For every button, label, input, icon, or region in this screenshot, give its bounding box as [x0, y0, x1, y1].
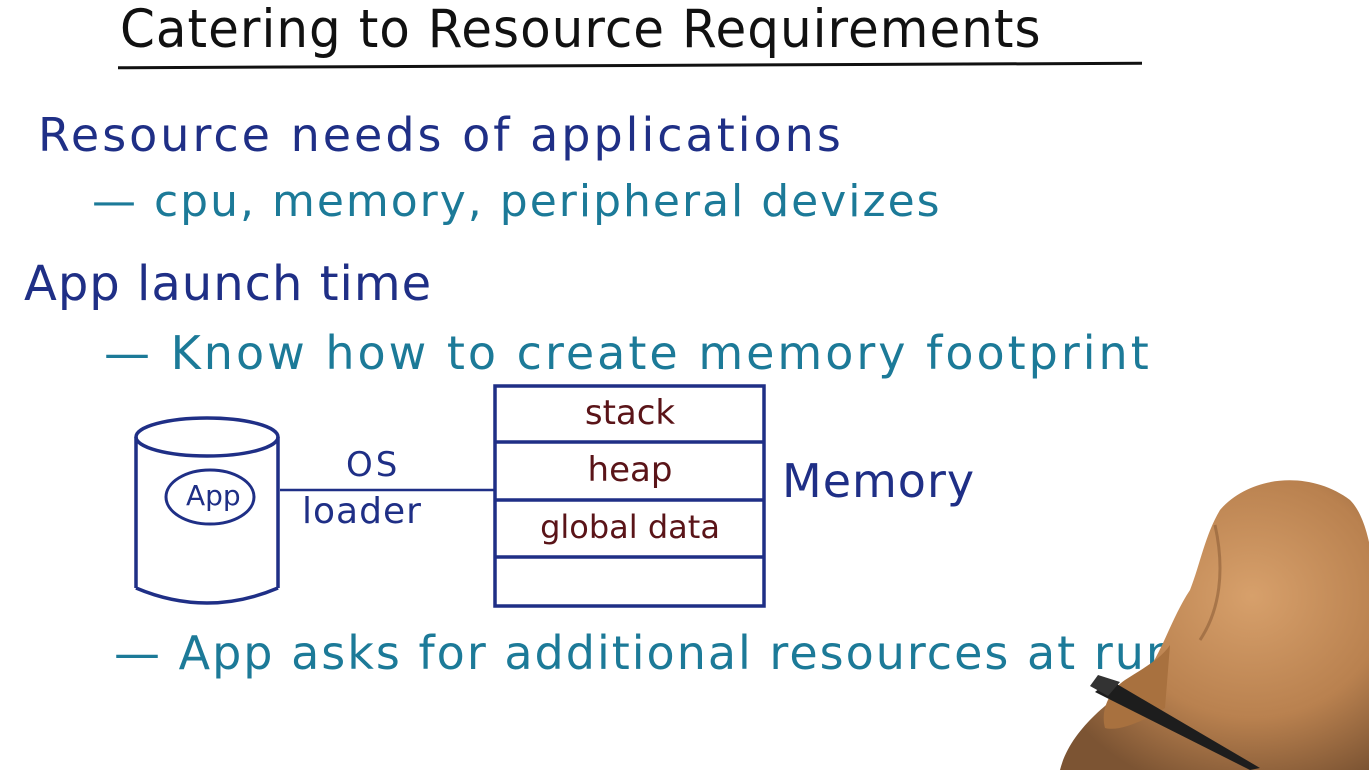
presenter-hand-image	[1060, 480, 1369, 770]
loader-label: loader	[302, 491, 422, 532]
memory-cell-heap: heap	[587, 450, 673, 490]
app-launch-heading: App launch time	[24, 256, 433, 312]
app-label: App	[186, 479, 241, 512]
resource-needs-detail: — cpu, memory, peripheral devizes	[92, 176, 942, 227]
runtime-resources-line: — App asks for additional resources at r…	[114, 626, 1289, 680]
slide-title: Catering to Resource Requirements	[120, 0, 1042, 60]
os-label: OS	[346, 445, 401, 485]
disk-cylinder	[134, 416, 280, 605]
memory-cell-global-data: global data	[540, 508, 720, 546]
app-oval	[164, 468, 256, 526]
resource-needs-heading: Resource needs of applications	[38, 108, 844, 162]
app-launch-detail: — Know how to create memory footprint	[104, 326, 1152, 380]
memory-label: Memory	[782, 454, 976, 508]
memory-block	[493, 384, 766, 608]
memory-cell-stack: stack	[584, 393, 676, 433]
